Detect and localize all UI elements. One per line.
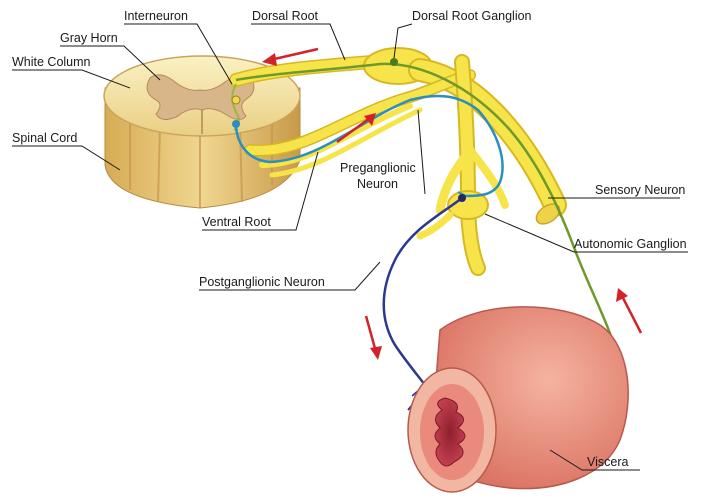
label-preganglionic-line2: Neuron <box>357 177 398 191</box>
label-interneuron: Interneuron <box>124 9 188 23</box>
label-dorsal-root: Dorsal Root <box>252 9 319 23</box>
label-sensory-neuron: Sensory Neuron <box>595 183 685 197</box>
label-gray-horn: Gray Horn <box>60 31 118 45</box>
label-autonomic-ganglion: Autonomic Ganglion <box>574 237 687 251</box>
arrow-sensory <box>616 288 641 333</box>
label-preganglionic-line1: Preganglionic <box>340 161 416 175</box>
label-dorsal-root-ganglion: Dorsal Root Ganglion <box>412 9 532 23</box>
label-ventral-root: Ventral Root <box>202 215 271 229</box>
label-viscera: Viscera <box>587 455 629 469</box>
arrow-postganglionic <box>366 316 382 360</box>
label-postganglionic-neuron: Postganglionic Neuron <box>199 275 325 289</box>
label-spinal-cord: Spinal Cord <box>12 131 77 145</box>
sensory-cell-body <box>390 58 398 66</box>
label-white-column: White Column <box>12 55 91 69</box>
